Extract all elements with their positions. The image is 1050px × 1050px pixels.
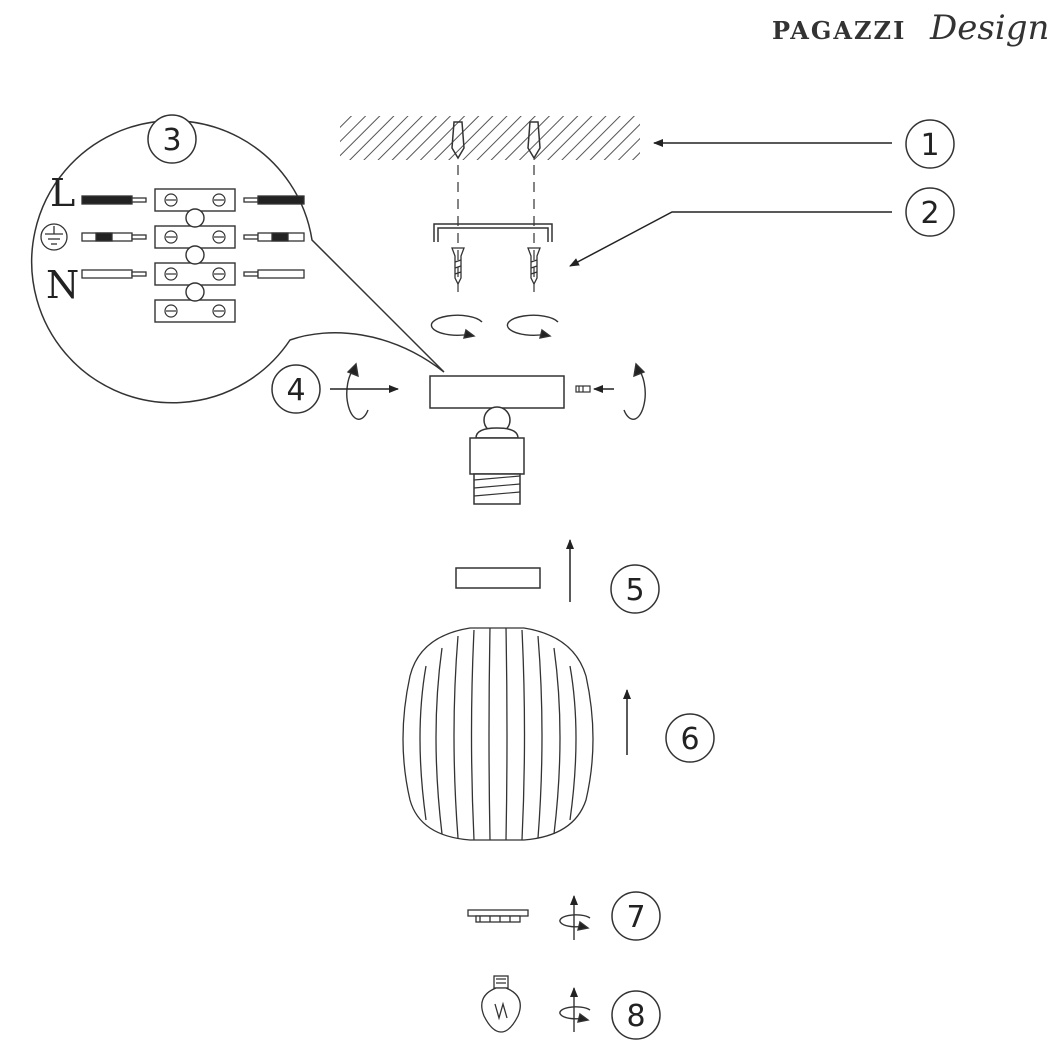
- glass-shade: [402, 627, 594, 841]
- step-marker-6: 6: [665, 713, 715, 763]
- svg-text:5: 5: [625, 573, 644, 608]
- input-wires: [81, 195, 147, 279]
- svg-text:3: 3: [162, 123, 181, 158]
- live-wire-label: L: [50, 171, 75, 215]
- light-bulb-icon: [481, 975, 521, 1033]
- brand-name: PAGAZZI: [772, 16, 907, 45]
- rotate-up-arrow-icon: [559, 895, 591, 940]
- rotate-arrow-icon: [346, 362, 646, 420]
- terminal-block: [154, 188, 236, 323]
- neutral-wire-label: N: [46, 263, 79, 307]
- step-marker-4: 4: [271, 364, 321, 414]
- svg-text:1: 1: [920, 128, 939, 163]
- pointer-2: [569, 211, 892, 267]
- step-marker-2: 2: [905, 187, 955, 237]
- wiring-detail-callout: [30, 120, 445, 404]
- canopy: [429, 375, 565, 505]
- step-marker-8: 8: [611, 990, 661, 1040]
- wall-anchor-icon: [451, 121, 541, 160]
- step-marker-3: 3: [147, 114, 197, 164]
- earth-ground-icon: [40, 223, 68, 251]
- rotate-up-arrow-icon: [559, 987, 591, 1032]
- terminal-screw-icon: [164, 193, 226, 318]
- svg-text:4: 4: [286, 373, 305, 408]
- step-marker-1: 1: [905, 119, 955, 169]
- svg-text:2: 2: [920, 196, 939, 231]
- output-wires: [243, 195, 305, 279]
- brand-script: Design: [930, 8, 1050, 48]
- svg-text:6: 6: [680, 722, 699, 757]
- locking-ring: [467, 909, 529, 923]
- step-marker-5: 5: [610, 564, 660, 614]
- svg-text:7: 7: [626, 900, 645, 935]
- screw-icon: [451, 247, 541, 286]
- set-screw-icon: [575, 385, 591, 393]
- guide-lines: [457, 165, 535, 292]
- svg-text:8: 8: [626, 999, 645, 1034]
- step-marker-7: 7: [611, 891, 661, 941]
- socket-thread: [473, 475, 521, 497]
- rotate-arrow-icon: [430, 314, 559, 339]
- shade-ring: [455, 567, 541, 589]
- mounting-bracket: [433, 223, 553, 242]
- ceiling: [340, 116, 640, 160]
- brand-logo: PAGAZZI Design: [772, 6, 1049, 54]
